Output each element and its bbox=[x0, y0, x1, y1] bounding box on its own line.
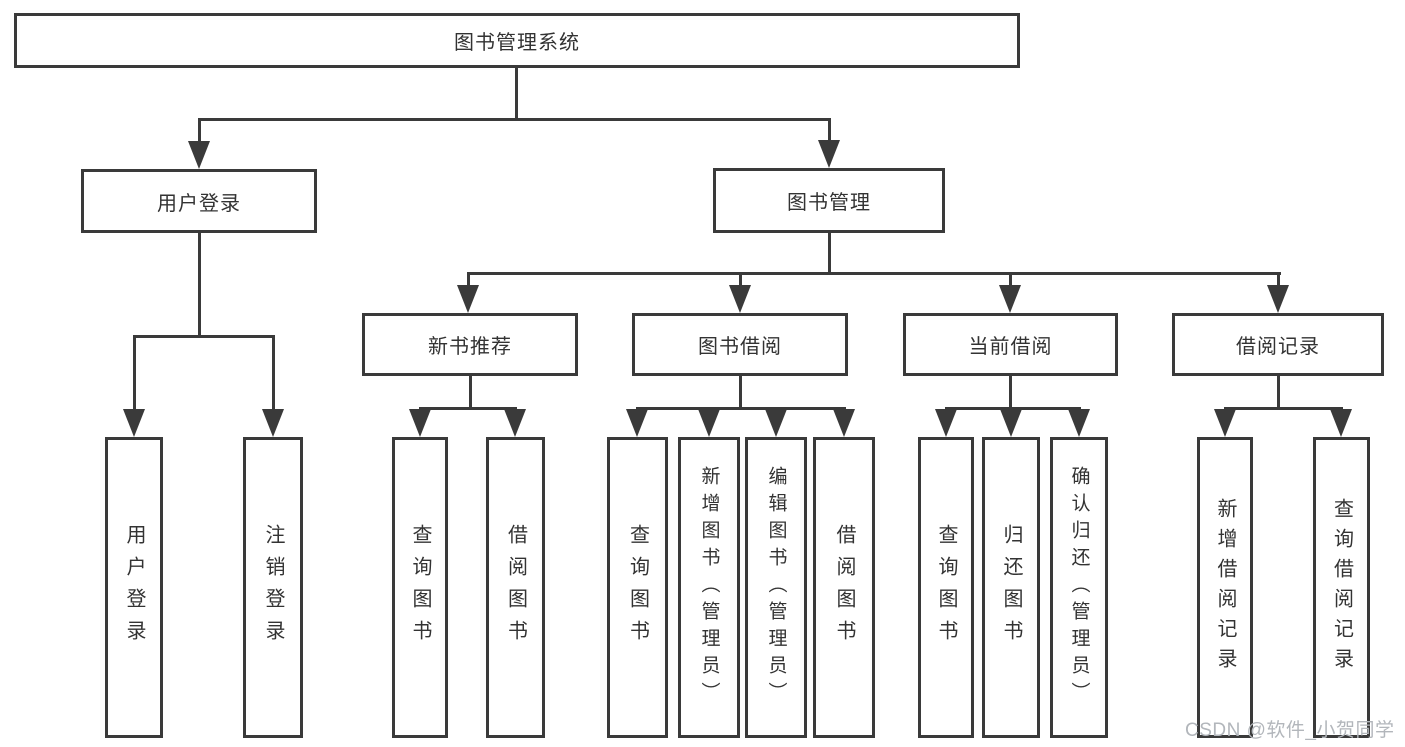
arrowhead-cb-query bbox=[935, 409, 957, 437]
leaf-logout-login-label: 注销登录 bbox=[262, 523, 284, 652]
node-book-mgmt-label: 图书管理 bbox=[787, 192, 871, 214]
connector-user-login-down bbox=[198, 233, 201, 338]
leaf-rec-query-book-label: 查询图书 bbox=[409, 523, 431, 652]
leaf-cb-confirm-return-label: 确认归还（管理员） bbox=[1068, 466, 1090, 709]
leaf-bb-query-book: 查询图书 bbox=[607, 437, 668, 738]
leaf-cb-confirm-return: 确认归还（管理员） bbox=[1050, 437, 1108, 738]
leaf-cb-query-book: 查询图书 bbox=[918, 437, 974, 738]
arrowhead-rec-query bbox=[409, 409, 431, 437]
connector-new-book-bus bbox=[419, 407, 517, 410]
leaf-cb-return-book-label: 归还图书 bbox=[1000, 523, 1022, 652]
node-new-book-rec: 新书推荐 bbox=[362, 313, 578, 376]
arrowhead-br-add bbox=[1214, 409, 1236, 437]
arrowhead-book-borrow bbox=[729, 285, 751, 313]
arrowhead-cb-return bbox=[1000, 409, 1022, 437]
arrowhead-user-login bbox=[188, 141, 210, 169]
leaf-rec-query-book: 查询图书 bbox=[392, 437, 448, 738]
node-root-label: 图书管理系统 bbox=[454, 32, 580, 54]
leaf-bb-add-book-label: 新增图书（管理员） bbox=[698, 466, 720, 709]
connector-current-borrow-bus bbox=[945, 407, 1081, 410]
connector-new-book-stem bbox=[467, 272, 470, 288]
connector-book-mgmt-stem bbox=[828, 118, 831, 144]
arrowhead-bb-query bbox=[626, 409, 648, 437]
connector-level1-bus bbox=[198, 118, 831, 121]
leaf-rec-borrow-book: 借阅图书 bbox=[486, 437, 545, 738]
arrowhead-rec-borrow bbox=[504, 409, 526, 437]
connector-new-book-down bbox=[469, 376, 472, 410]
leaf-bb-query-book-label: 查询图书 bbox=[626, 523, 649, 652]
arrowhead-bb-add bbox=[698, 409, 720, 437]
arrowhead-new-book bbox=[457, 285, 479, 313]
node-user-login-label: 用户登录 bbox=[157, 192, 241, 215]
connector-book-borrow-down bbox=[739, 376, 742, 410]
node-borrow-records-label: 借阅记录 bbox=[1236, 336, 1320, 358]
arrowhead-book-mgmt bbox=[818, 140, 840, 168]
connector-book-borrow-stem bbox=[739, 272, 742, 288]
node-borrow-records: 借阅记录 bbox=[1172, 313, 1384, 376]
leaf-bb-add-book: 新增图书（管理员） bbox=[678, 437, 740, 738]
leaf-user-login-label: 用户登录 bbox=[123, 523, 145, 652]
node-book-mgmt: 图书管理 bbox=[713, 168, 945, 233]
connector-leaf-logout-stem bbox=[272, 335, 275, 413]
node-new-book-rec-label: 新书推荐 bbox=[428, 336, 512, 358]
leaf-logout-login: 注销登录 bbox=[243, 437, 303, 738]
connector-book-mgmt-down bbox=[828, 233, 831, 275]
arrowhead-leaf-user-login bbox=[123, 409, 145, 437]
node-root: 图书管理系统 bbox=[14, 13, 1020, 68]
node-user-login: 用户登录 bbox=[81, 169, 317, 233]
node-current-borrow-label: 当前借阅 bbox=[968, 336, 1053, 358]
leaf-bb-edit-book: 编辑图书（管理员） bbox=[745, 437, 807, 738]
connector-borrow-records-bus bbox=[1224, 407, 1343, 410]
arrowhead-current-borrow bbox=[999, 285, 1021, 313]
leaf-bb-edit-book-label: 编辑图书（管理员） bbox=[765, 466, 787, 709]
connector-user-login-bus bbox=[133, 335, 275, 338]
node-current-borrow: 当前借阅 bbox=[903, 313, 1118, 376]
node-book-borrow-label: 图书借阅 bbox=[698, 336, 782, 358]
arrowhead-bb-borrow bbox=[833, 409, 855, 437]
leaf-br-query-record-label: 查询借阅记录 bbox=[1330, 497, 1353, 678]
leaf-user-login: 用户登录 bbox=[105, 437, 163, 738]
leaf-cb-return-book: 归还图书 bbox=[982, 437, 1040, 738]
arrowhead-leaf-logout bbox=[262, 409, 284, 437]
connector-borrow-records-down bbox=[1277, 376, 1280, 410]
leaf-bb-borrow-book: 借阅图书 bbox=[813, 437, 875, 738]
connector-level2-bus bbox=[467, 272, 1281, 275]
leaf-cb-query-book-label: 查询图书 bbox=[935, 523, 957, 652]
leaf-rec-borrow-book-label: 借阅图书 bbox=[504, 523, 527, 652]
leaf-br-query-record: 查询借阅记录 bbox=[1313, 437, 1370, 738]
leaf-br-add-record-label: 新增借阅记录 bbox=[1214, 497, 1236, 678]
arrowhead-bb-edit bbox=[765, 409, 787, 437]
connector-root-stem bbox=[515, 68, 518, 120]
csdn-watermark: CSDN @软件_小贺同学 bbox=[1185, 720, 1395, 741]
connector-user-login-stem bbox=[198, 118, 201, 144]
connector-leaf-user-login-stem bbox=[133, 335, 136, 413]
arrowhead-br-query bbox=[1330, 409, 1352, 437]
connector-borrow-records-stem bbox=[1277, 272, 1280, 288]
leaf-br-add-record: 新增借阅记录 bbox=[1197, 437, 1253, 738]
connector-book-borrow-bus bbox=[636, 407, 846, 410]
connector-current-borrow-down bbox=[1009, 376, 1012, 410]
leaf-bb-borrow-book-label: 借阅图书 bbox=[833, 523, 855, 652]
arrowhead-cb-confirm bbox=[1068, 409, 1090, 437]
node-book-borrow: 图书借阅 bbox=[632, 313, 848, 376]
arrowhead-borrow-records bbox=[1267, 285, 1289, 313]
connector-current-borrow-stem bbox=[1009, 272, 1012, 288]
